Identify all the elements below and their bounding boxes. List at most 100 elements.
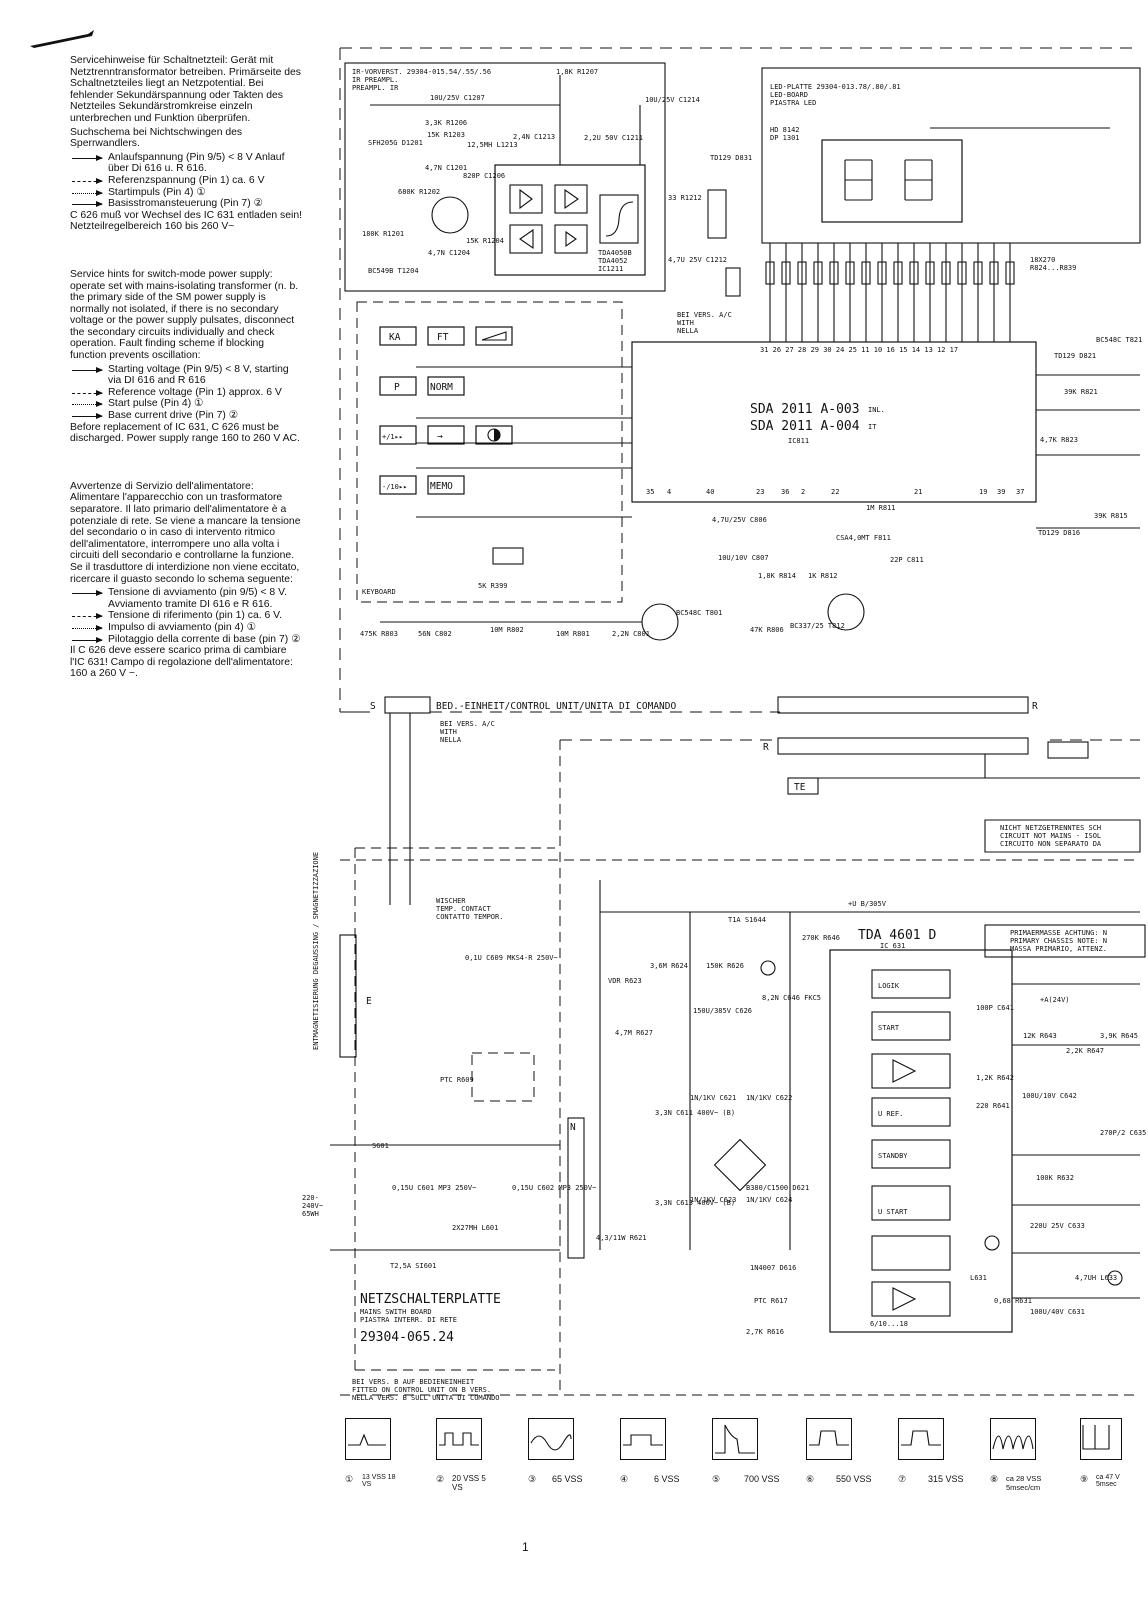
c1213-label: 2,4N C1213 <box>513 133 555 141</box>
c602-label: 0,15U C602 MP3 250V~ <box>512 1184 596 1192</box>
c621-label: 1N/1KV C621 <box>690 1094 736 1102</box>
c811-label: 22P C811 <box>890 556 924 564</box>
r647-label: 2,2K R647 <box>1066 1047 1104 1055</box>
waveform-8-label: ca 28 VSS 5msec/cm <box>1006 1474 1042 1492</box>
ic811-pin-36: 36 <box>781 488 789 496</box>
c641-label: 100P C641 <box>976 1004 1014 1012</box>
te-tag <box>787 777 819 795</box>
list-item: Referenzspannung (Pin 1) ca. 6 V <box>70 175 302 187</box>
l1213-label: 12,5MH L1213 <box>467 141 518 149</box>
not-mains-2: CIRCUIT NOT MAINS - ISOL <box>1000 832 1101 840</box>
r811-label: 1M R811 <box>866 504 896 512</box>
connector-s <box>384 696 431 714</box>
waveform-3 <box>528 1418 574 1460</box>
key-memo-label: MEMO <box>430 481 453 492</box>
c635-label: 270P/2 C635 <box>1100 1129 1146 1137</box>
mains-in-1: 220- <box>302 1194 319 1202</box>
test-point-2 <box>984 1235 1000 1251</box>
r623-label: VDR R623 <box>608 977 642 985</box>
test-point-1 <box>760 960 776 976</box>
l601-label: 2X27MH L601 <box>452 1224 498 1232</box>
note-b-3: NELLA VERS. B SULL'UNITA DI COMANDO <box>352 1394 500 1402</box>
notes-de-steps: Anlaufspannung (Pin 9/5) < 8 V Anlauf üb… <box>70 152 302 210</box>
waveform-9-num: ⑨ <box>1080 1474 1089 1484</box>
key-ft-label: FT <box>437 332 449 343</box>
ambient-sensor-2 <box>1047 741 1089 759</box>
ic631-chip <box>829 949 1013 1333</box>
key-minus-ten-label: -/10▸▸ <box>382 483 407 491</box>
r1207-label: 1,8K R1207 <box>556 68 598 76</box>
waveform-3-num: ③ <box>528 1474 537 1484</box>
r632-label: 100K R632 <box>1036 1174 1074 1182</box>
degauss-label: ENTMAGNETISIERUNG DEGAUSSING / SMAGNETIZ… <box>312 852 320 1050</box>
r803-label: 475K R803 <box>360 630 398 638</box>
list-item: Impulso di avviamento (pin 4) ① <box>70 622 302 634</box>
c642-label: 100U/10V C642 <box>1022 1092 1077 1100</box>
c1204-label: 4,7N C1204 <box>428 249 470 257</box>
ac24v-label: +A(24V) <box>1040 996 1070 1004</box>
connector-r-bottom <box>777 737 1029 755</box>
ic1211-label-1: TDA4050B <box>598 249 632 257</box>
r616-label: 2,7K R616 <box>746 1328 784 1336</box>
ambient-sensor <box>492 547 524 565</box>
bei-vers-lower-3: NELLA <box>440 736 462 744</box>
mains-board-sub-2: PIASTRA INTERR. DI RETE <box>360 1316 457 1324</box>
r631-label: 0,68 R631 <box>994 1297 1032 1305</box>
r1201-label: 180K R1201 <box>362 230 404 238</box>
degauss-coil <box>339 934 357 1058</box>
waveform-5-num: ⑤ <box>712 1474 721 1484</box>
wiper-1: WISCHER <box>436 897 466 905</box>
ir-board-sub-2: PREAMPL. IR <box>352 84 399 92</box>
ic811-pin-22: 22 <box>831 488 839 496</box>
r641-label: 220 R641 <box>976 1102 1010 1110</box>
ir-preamp-board <box>344 62 666 292</box>
t821-label: BC548C T821 <box>1096 336 1142 344</box>
volume-icon <box>481 331 507 341</box>
te-tag-label: TE <box>794 782 806 793</box>
degauss-e-letter: E <box>366 996 372 1007</box>
mains-board-sub-1: MAINS SWITH BOARD <box>360 1308 432 1316</box>
notes-it-note: Il C 626 deve essere scarico prima di ca… <box>70 645 293 680</box>
c1201-label: 4,7N C1201 <box>425 164 467 172</box>
key-memo <box>427 475 465 495</box>
ic631-block-uref: U REF. <box>878 1110 903 1118</box>
waveform-4-num: ④ <box>620 1474 629 1484</box>
waveform-6 <box>806 1418 852 1460</box>
supply-label: +U B/305V <box>848 900 887 908</box>
r643-label: 12K R643 <box>1023 1032 1057 1040</box>
ic1211-label-2: TDA4052 <box>598 257 628 265</box>
si601-label: T2,5A SI601 <box>390 1262 436 1270</box>
ic631-block-ib <box>871 1235 951 1271</box>
c1207-label: 10U/25V C1207 <box>430 94 485 102</box>
r626-label: 150K R626 <box>706 962 744 970</box>
ic631-block-ustart: U START <box>878 1208 908 1216</box>
r823-label: 4,7K R823 <box>1040 436 1078 444</box>
mains-board-title: NETZSCHALTERPLATTE <box>360 1292 501 1307</box>
c801-label: 2,2N C801 <box>612 630 650 638</box>
list-item: Basisstromansteuerung (Pin 7) ② <box>70 198 302 210</box>
ic631-block-standby: STANDBY <box>878 1152 908 1160</box>
ic811-type-2: SDA 2011 A-004 <box>750 419 860 434</box>
not-mains-3: CIRCUITO NON SEPARATO DA <box>1000 840 1102 848</box>
c1211-label: 2,2U 50V C1211 <box>584 134 643 142</box>
primary-note-3: MASSA PRIMARIO, ATTENZ. <box>1010 945 1107 953</box>
led-board-sub-1: LED-BOARD <box>770 91 808 99</box>
notes-it-intro: Avvertenze di Servizio dell'alimentatore… <box>70 480 301 585</box>
transistor-t812 <box>827 593 865 631</box>
r1212-label: 33 R1212 <box>668 194 702 202</box>
c646-label: 8,2N C646 FKC5 <box>762 994 821 1002</box>
page-number: 1 <box>522 1540 529 1554</box>
primary-note-2: PRIMARY CHASSIS NOTE: N <box>1010 937 1107 945</box>
l631-label: L631 <box>970 1274 987 1282</box>
r1206-label: 3,3K R1206 <box>425 119 467 127</box>
waveform-8 <box>990 1418 1036 1460</box>
ir-tag <box>725 267 741 297</box>
connector-r-top <box>777 696 1029 714</box>
primary-note-1: PRIMAERMASSE ACHTUNG: N <box>1010 929 1107 937</box>
connector-ir <box>707 189 727 239</box>
list-item: Reference voltage (Pin 1) approx. 6 V <box>70 387 302 399</box>
c806-label: 4,7U/25V C806 <box>712 516 767 524</box>
wiper-2: TEMP. CONTACT <box>436 905 492 913</box>
bridge-rectifier-d621 <box>713 1138 767 1192</box>
